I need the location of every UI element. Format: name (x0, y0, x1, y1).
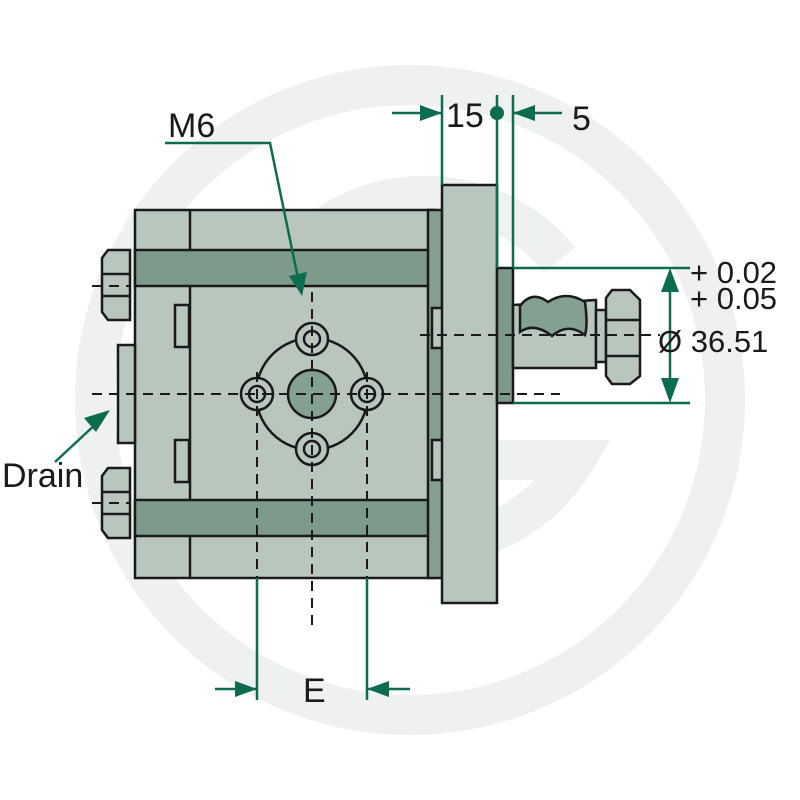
center-lines (92, 285, 660, 630)
thread-label: M6 (168, 107, 215, 145)
dimension-e-label: E (303, 672, 326, 710)
tolerance-upper-label: + 0.02 (690, 255, 777, 290)
drive-shaft (511, 294, 608, 370)
shaft-nut (604, 288, 642, 386)
dimension-arrows (84, 105, 679, 697)
dimension-15-label: 15 (446, 97, 484, 135)
diameter-label: Ø 36.51 (658, 324, 768, 359)
dimension-5-label: 5 (572, 100, 591, 138)
tolerance-lower-label: + 0.05 (690, 281, 777, 316)
drain-label: Drain (2, 457, 83, 495)
pump-body (133, 208, 446, 580)
dimension-lines (54, 95, 690, 700)
